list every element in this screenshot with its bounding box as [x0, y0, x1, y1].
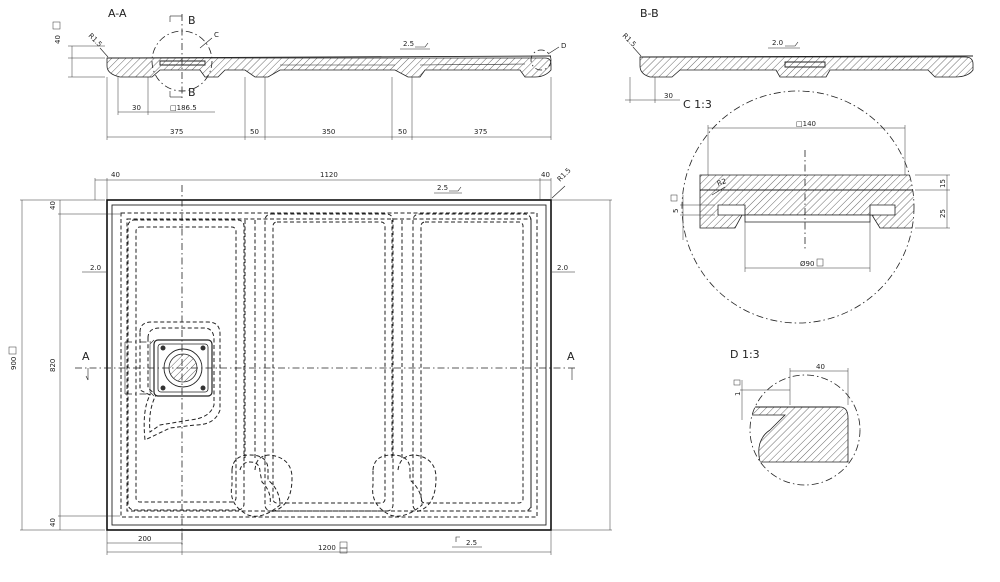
- plan-slope-top: 2.5: [437, 184, 448, 192]
- detail-d-dim-40: 40: [816, 363, 825, 371]
- plan-section-a-right: A: [567, 350, 575, 363]
- detail-c-dim-5: 5: [672, 209, 680, 213]
- detail-d: D 1:3 40 1: [730, 348, 861, 486]
- section-a-a-dim-3: 350: [322, 128, 335, 136]
- plan-dim-900: 900: [10, 357, 18, 370]
- detail-d-title: D 1:3: [730, 348, 760, 361]
- plan-dim-1200: 1200: [318, 544, 336, 552]
- plan-dim-1120: 1120: [320, 171, 338, 179]
- detail-d-marker: [530, 49, 552, 71]
- section-b-b: B-B R1.5 2.0 30: [621, 7, 974, 103]
- section-a-a-dim-1: 375: [170, 128, 183, 136]
- plan-outline: [106, 199, 552, 531]
- detail-d-marker-label: D: [561, 42, 566, 50]
- plan-dim-40-top: 40: [49, 201, 57, 210]
- plan-slope-bottom: 2.5: [466, 539, 477, 547]
- plan-dim-820: 820: [49, 359, 57, 372]
- section-a-a-dim-5: 375: [474, 128, 487, 136]
- detail-c-dim-140: □140: [796, 120, 816, 128]
- section-a-a-title: A-A: [108, 7, 127, 20]
- section-a-a-slope: 2.5: [403, 40, 414, 48]
- section-b-b-radius: R1.5: [621, 32, 638, 49]
- plan-dim-40-left: 40: [111, 171, 120, 179]
- section-b-b-title: B-B: [640, 7, 659, 20]
- detail-c-marker-label: C: [214, 31, 219, 39]
- section-b-b-slope: 2.0: [772, 39, 783, 47]
- section-a-a-dim-2: 50: [250, 128, 259, 136]
- section-a-a-drain-size: □186.5: [170, 104, 197, 112]
- plan-dim-40-right: 40: [541, 171, 550, 179]
- cut-b-top: B: [188, 14, 196, 27]
- plan-slope-right: 2.0: [557, 264, 568, 272]
- detail-c-dim-90: Ø90: [800, 260, 814, 268]
- section-a-a-dim-30: 30: [132, 104, 141, 112]
- plan-radius: R1.5: [556, 166, 573, 183]
- plan-dim-200: 200: [138, 535, 151, 543]
- section-a-a-height: 40: [54, 35, 62, 44]
- detail-d-dim-1: 1: [734, 392, 742, 396]
- plan-section-a-left: A: [82, 350, 90, 363]
- detail-c-dim-25: 25: [939, 209, 947, 218]
- detail-c-dim-15: 15: [939, 179, 947, 188]
- detail-c-radius: R2: [716, 177, 728, 188]
- plan-dim-40-bottom: 40: [49, 518, 57, 527]
- detail-c: C 1:3 □140 R2 15 25 5 Ø90: [670, 90, 950, 324]
- section-a-a: A-A C D B B 40 R1.5 2.5: [52, 7, 566, 140]
- cut-b-bottom: B: [188, 86, 196, 99]
- plan-slope-left: 2.0: [90, 264, 101, 272]
- section-a-a-dim-4: 50: [398, 128, 407, 136]
- plan-view: A A 40 1120 40 R1.5 2.5 2.0 2.0 2.5 900: [8, 166, 612, 555]
- section-b-b-dim-30: 30: [664, 92, 673, 100]
- detail-c-title: C 1:3: [683, 98, 712, 111]
